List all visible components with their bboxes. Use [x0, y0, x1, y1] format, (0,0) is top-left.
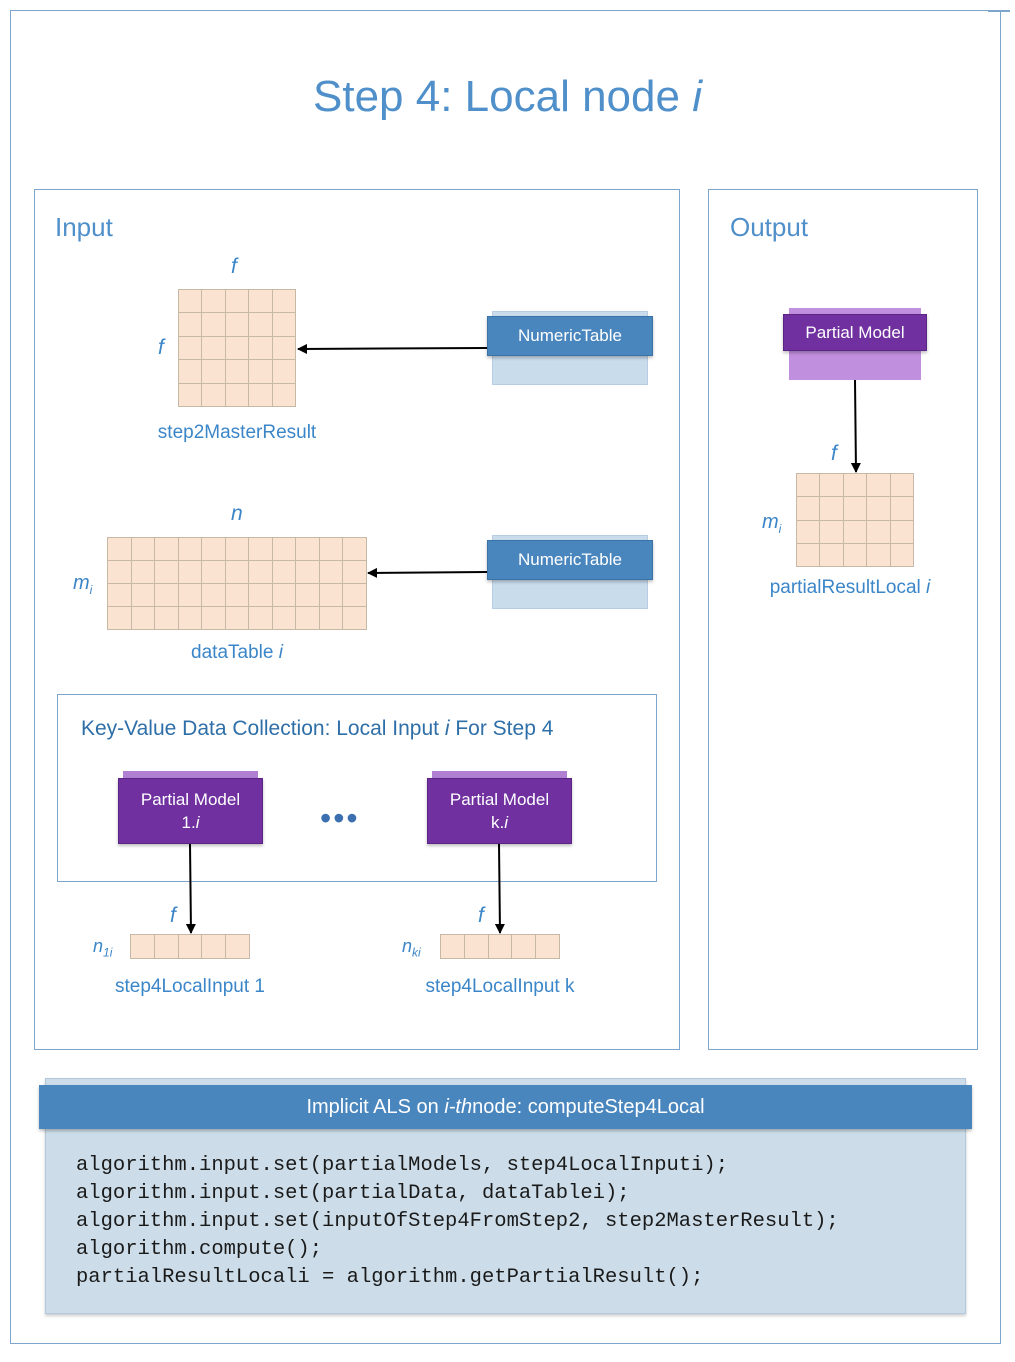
local1-row-dim: n1i	[93, 936, 113, 960]
output-panel	[708, 189, 978, 1050]
partial-model-k: Partial Model k.i	[427, 778, 572, 844]
input-label: Input	[55, 212, 113, 242]
code-panel-header: Implicit ALS on i-th node: computeStep4L…	[39, 1085, 972, 1129]
arrow-numeric-table-2-to-datatable	[367, 567, 488, 578]
numeric-table-2: NumericTable	[487, 540, 653, 580]
corner-mark	[988, 10, 1010, 12]
arrow-numeric-table-1-to-step2	[297, 343, 488, 354]
code-line: algorithm.compute();	[76, 1238, 323, 1261]
ellipsis: •••	[320, 800, 360, 836]
partial-model-k-tab	[432, 771, 567, 779]
localk-row-dim: nki	[402, 936, 421, 960]
partial-result-local-matrix	[796, 473, 914, 567]
step4-local-input-1-matrix	[130, 934, 250, 959]
datatable-matrix	[107, 537, 367, 630]
arrow-partial-model-k-to-localk	[494, 843, 505, 934]
localk-col-dim: f	[478, 904, 484, 927]
partial-result-local-label: partialResultLocal i	[769, 577, 931, 598]
output-row-dim: mi	[762, 511, 782, 536]
page-title: Step 4: Local node i	[313, 72, 702, 121]
output-partial-model: Partial Model	[783, 314, 927, 351]
code-line: algorithm.input.set(partialData, dataTab…	[76, 1182, 630, 1205]
step2-master-result-label: step2MasterResult	[157, 422, 317, 443]
partial-model-1: Partial Model 1.i	[118, 778, 263, 844]
arrow-output-model-to-result	[850, 379, 861, 473]
key-value-collection-box	[57, 694, 657, 882]
code-line: algorithm.input.set(partialModels, step4…	[76, 1154, 729, 1177]
local1-col-dim: f	[170, 904, 176, 927]
code-line: partialResultLocali = algorithm.getParti…	[76, 1266, 704, 1289]
numeric-table-1: NumericTable	[487, 316, 653, 356]
step4-local-input-1-label: step4LocalInput 1	[114, 976, 265, 997]
input-panel	[34, 189, 680, 1050]
code-lines: algorithm.input.set(partialModels, step4…	[76, 1152, 839, 1292]
code-line: algorithm.input.set(inputOfStep4FromStep…	[76, 1210, 839, 1233]
collection-title: Key-Value Data Collection: Local Input i…	[81, 717, 554, 740]
step2-col-dim: f	[231, 255, 237, 278]
step2-row-dim: f	[158, 336, 164, 359]
arrow-partial-model-1-to-local1	[185, 843, 196, 934]
partial-model-1-tab	[123, 771, 258, 779]
output-col-dim: f	[831, 442, 837, 465]
step2-master-result-matrix	[178, 289, 296, 407]
step4-local-input-k-matrix	[440, 934, 560, 959]
datatable-col-dim: n	[231, 502, 243, 525]
datatable-row-dim: mi	[73, 572, 93, 597]
step4-local-input-k-label: step4LocalInput k	[425, 976, 575, 997]
output-label: Output	[730, 212, 809, 242]
datatable-label: dataTable i	[191, 642, 283, 663]
outer-frame	[10, 10, 1001, 1344]
